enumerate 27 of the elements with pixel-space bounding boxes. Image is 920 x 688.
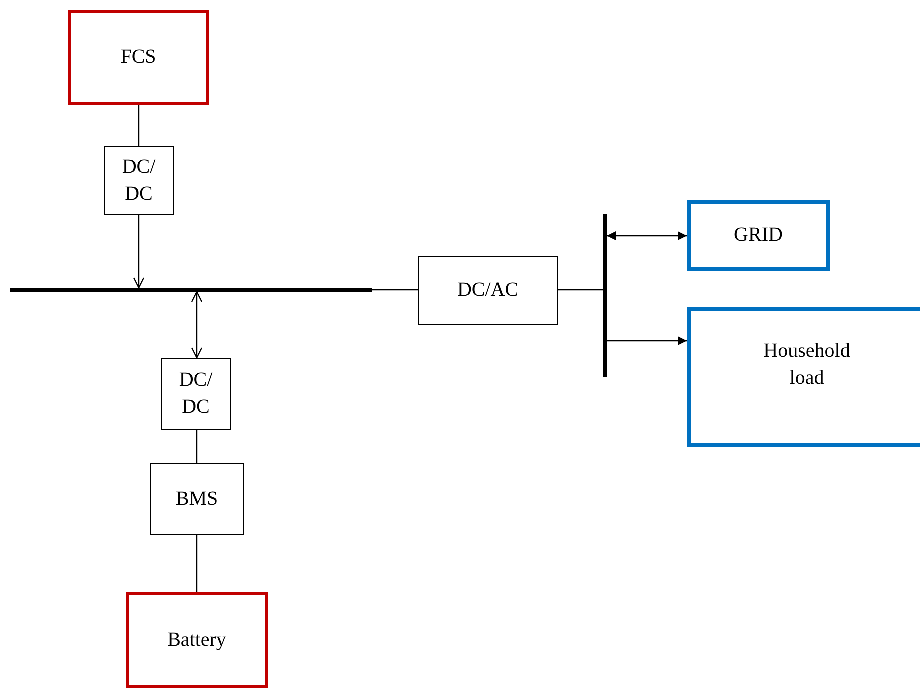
bus-bar: [603, 214, 607, 377]
block-label: BMS: [176, 486, 218, 512]
block-label: DC/ DC: [121, 154, 157, 206]
connector-line: [558, 289, 603, 291]
block-box: [687, 200, 830, 271]
arrow: [607, 336, 687, 346]
block-box: [104, 146, 174, 215]
arrow: [607, 232, 687, 240]
block-box: [418, 256, 558, 325]
arrow: [133, 215, 145, 289]
block-label: DC/AC: [457, 278, 519, 303]
block-label: Battery: [168, 628, 226, 652]
block-box: [68, 10, 209, 105]
connector-line: [372, 289, 418, 291]
block-box: [126, 592, 268, 688]
connector-line: [196, 535, 198, 592]
bus-bar: [10, 288, 372, 292]
block-label: Household load: [762, 339, 852, 391]
block-box: [161, 358, 231, 430]
connector-line: [138, 105, 140, 146]
arrow: [191, 291, 203, 359]
block-label: DC/ DC: [178, 368, 214, 420]
block-box: [150, 463, 244, 535]
block-box: [687, 307, 920, 447]
block-label: GRID: [734, 223, 783, 248]
connector-line: [196, 430, 198, 463]
block-label: FCS: [120, 45, 156, 70]
